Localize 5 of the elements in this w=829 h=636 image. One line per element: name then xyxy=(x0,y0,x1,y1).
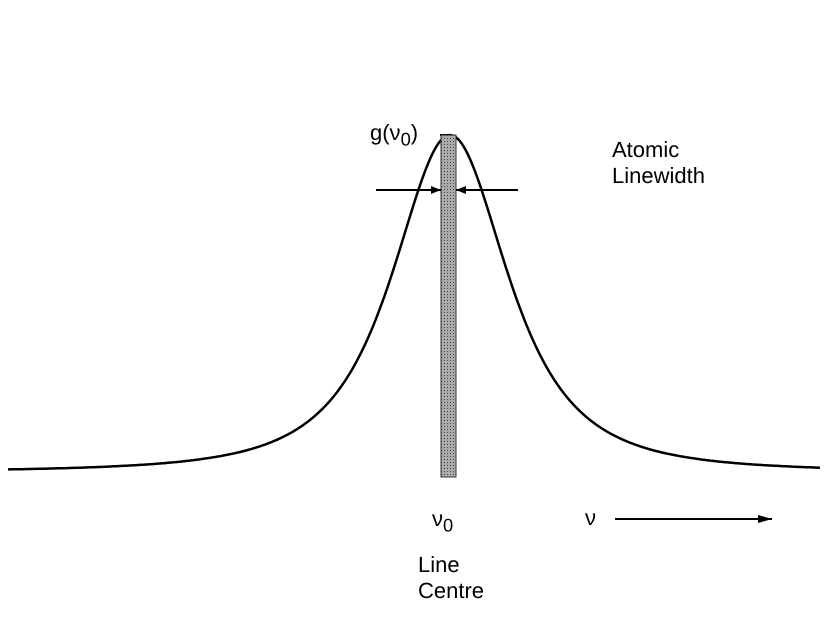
function-label: g(ν$_{0}$) xyxy=(370,120,420,152)
axis-label: ν xyxy=(585,505,597,531)
annotation-text: Line Centre xyxy=(418,552,486,604)
axis-value-label: ν$_{0}$ xyxy=(432,506,454,538)
annotation-text: Atomic Linewidth xyxy=(612,137,706,189)
